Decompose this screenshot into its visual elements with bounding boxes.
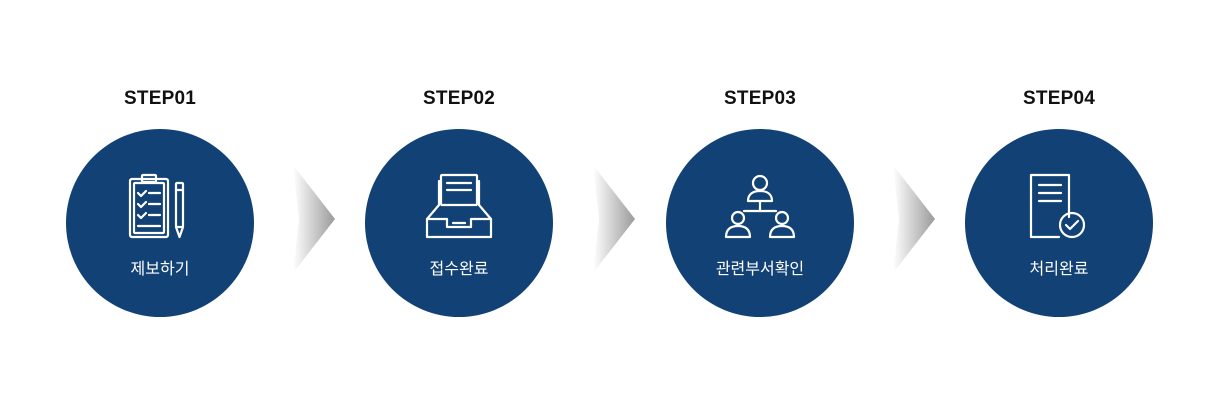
chevron-right-icon (593, 165, 635, 273)
step-label: 처리완료 (965, 255, 1153, 279)
org-chart-people-icon (720, 173, 800, 243)
step-circle: 관련부서확인 (666, 129, 854, 317)
step-label: 관련부서확인 (666, 255, 854, 279)
step-label: 접수완료 (365, 255, 553, 279)
step-circle: 접수완료 (365, 129, 553, 317)
step-label: 제보하기 (66, 255, 254, 279)
step-circle: 처리완료 (965, 129, 1153, 317)
chevron-right-icon (293, 165, 335, 273)
step-title: STEP02 (359, 88, 559, 110)
step-title: STEP01 (60, 88, 260, 110)
step-title: STEP03 (660, 88, 860, 110)
step-title: STEP04 (959, 88, 1159, 110)
document-check-icon (1019, 173, 1099, 243)
inbox-tray-documents-icon (419, 173, 499, 243)
clipboard-checklist-pencil-icon (120, 173, 200, 243)
chevron-right-icon (893, 165, 935, 273)
step-circle: 제보하기 (66, 129, 254, 317)
